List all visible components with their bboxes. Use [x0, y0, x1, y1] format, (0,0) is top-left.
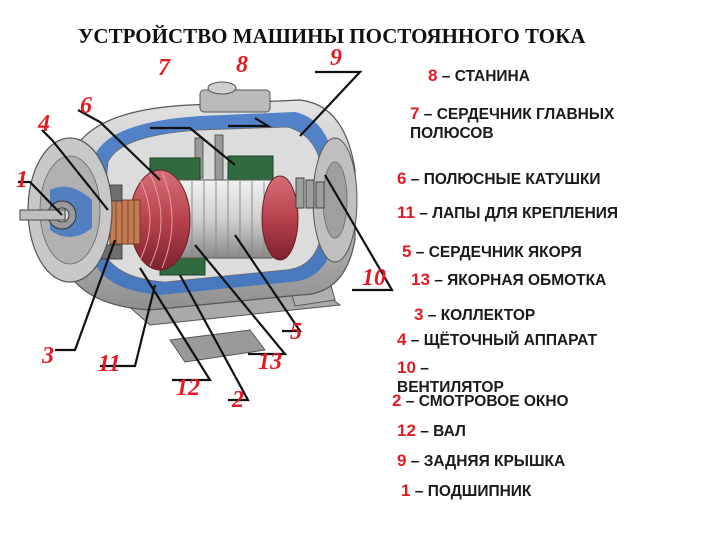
legend-text: – ВЕНТИЛЯТОР [397, 360, 504, 396]
legend-num: 12 [397, 421, 416, 440]
legend-text: – ПОЛЮСНЫЕ КАТУШКИ [410, 171, 601, 188]
callout-6: 6 [80, 93, 92, 119]
callout-9: 9 [330, 45, 342, 71]
legend-text: – ЗАДНЯЯ КРЫШКА [410, 453, 566, 470]
legend-num: 6 [397, 169, 407, 188]
legend-text: – СТАНИНА [441, 68, 530, 85]
legend-item-12: 12 – ВАЛ [397, 421, 466, 441]
legend-num: 2 [392, 391, 402, 410]
legend-item-2: 2 – СМОТРОВОЕ ОКНО [392, 391, 569, 411]
legend-num: 4 [397, 330, 407, 349]
legend-item-7: 7 – СЕРДЕЧНИК ГЛАВНЫХ ПОЛЮСОВ [410, 104, 700, 143]
legend-text: – ЩЁТОЧНЫЙ АППАРАТ [410, 332, 598, 349]
legend-text: – ПОДШИПНИК [414, 483, 532, 500]
legend-item-6: 6 – ПОЛЮСНЫЕ КАТУШКИ [397, 169, 601, 189]
legend-num: 7 [410, 104, 420, 123]
legend-num: 11 [397, 203, 415, 222]
callout-11: 11 [98, 351, 121, 377]
legend-item-5: 5 – СЕРДЕЧНИК ЯКОРЯ [402, 242, 582, 262]
rear-cover [312, 137, 358, 263]
legend-item-1: 1 – ПОДШИПНИК [401, 481, 531, 501]
legend-text: – СМОТРОВОЕ ОКНО [405, 393, 569, 410]
legend-num: 9 [397, 451, 407, 470]
legend-num: 13 [411, 270, 430, 289]
legend-num: 10 [397, 358, 416, 377]
legend-num: 3 [414, 305, 424, 324]
legend-item-9: 9 – ЗАДНЯЯ КРЫШКА [397, 451, 565, 471]
callout-3: 3 [42, 343, 54, 369]
legend-text: – СЕРДЕЧНИК ЯКОРЯ [415, 244, 582, 261]
fan [295, 177, 325, 209]
legend-text: – ЯКОРНАЯ ОБМОТКА [434, 272, 607, 289]
legend-text: – ВАЛ [420, 423, 466, 440]
legend-item-4: 4 – ЩЁТОЧНЫЙ АППАРАТ [397, 330, 597, 350]
callout-5: 5 [290, 319, 302, 345]
legend-text: – ЛАПЫ ДЛЯ КРЕПЛЕНИЯ [419, 205, 619, 222]
leader-lines [18, 70, 394, 402]
legend-item-10: 10 – ВЕНТИЛЯТОР [397, 358, 537, 397]
callout-8: 8 [236, 52, 248, 78]
callout-12: 12 [176, 375, 200, 401]
legend-num: 8 [428, 66, 438, 85]
armature-winding [129, 169, 299, 271]
legend-text: – КОЛЛЕКТОР [427, 307, 536, 324]
legend-num: 1 [401, 481, 411, 500]
legend-num: 5 [402, 242, 412, 261]
commutator [109, 199, 141, 245]
callout-7: 7 [158, 55, 170, 81]
legend-item-8: 8 – СТАНИНА [428, 66, 530, 86]
legend-item-13: 13 – ЯКОРНАЯ ОБМОТКА [411, 270, 606, 290]
dc-motor-illustration [18, 70, 394, 402]
page-title: УСТРОЙСТВО МАШИНЫ ПОСТОЯННОГО ТОКА [78, 24, 586, 48]
legend-item-11: 11 – ЛАПЫ ДЛЯ КРЕПЛЕНИЯ [397, 203, 618, 223]
legend-item-3: 3 – КОЛЛЕКТОР [414, 305, 535, 325]
callout-13: 13 [258, 349, 282, 375]
callout-2: 2 [232, 387, 244, 413]
callout-4: 4 [38, 111, 50, 137]
callout-1: 1 [16, 167, 28, 193]
callout-10: 10 [362, 265, 386, 291]
legend-text: – СЕРДЕЧНИК ГЛАВНЫХ ПОЛЮСОВ [410, 106, 615, 142]
